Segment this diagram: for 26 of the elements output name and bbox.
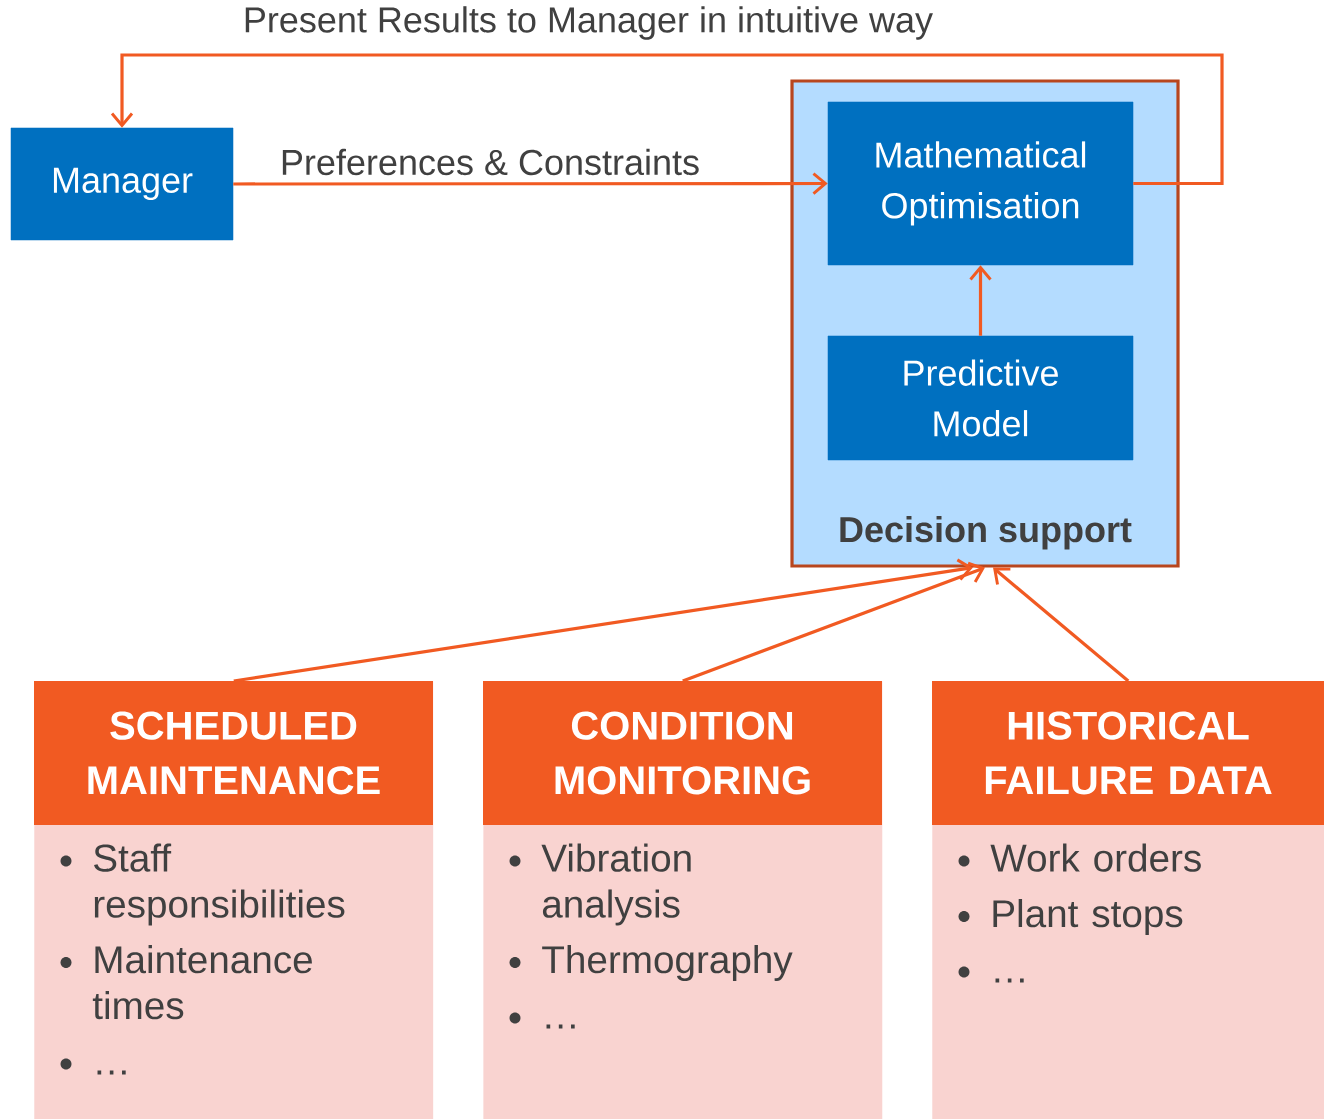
arrow — [233, 172, 828, 195]
card-header: CONDITION MONITORING — [483, 681, 882, 825]
edge-label: Preferences & Constraints — [282, 148, 699, 176]
list-item: Vibration analysis — [509, 843, 691, 926]
list-item: Staff responsibilities — [60, 843, 345, 926]
card — [932, 681, 1324, 1119]
card-header: SCHEDULED MAINTENANCE — [34, 681, 433, 825]
arrow — [233, 558, 973, 683]
list-item: Plant stops — [958, 899, 1183, 936]
arrow — [993, 567, 1130, 683]
list-item: Work orders — [958, 843, 1201, 872]
card — [34, 681, 434, 1119]
card — [483, 681, 883, 1119]
edge-label: Present Results to Manager in intuitive way — [245, 6, 933, 40]
list-item: … — [60, 1058, 126, 1075]
process-box: Predictive Model — [827, 335, 1134, 461]
list-item: … — [958, 966, 1024, 983]
arrow — [682, 561, 985, 683]
list-item: Maintenance times — [60, 945, 312, 1020]
list-item: … — [509, 1012, 575, 1029]
process-box: Mathematical Optimisation — [827, 101, 1134, 266]
arrow — [110, 53, 1224, 186]
process-box: Manager — [10, 127, 234, 241]
card-header: HISTORICAL FAILURE DATA — [932, 681, 1324, 825]
list-item: Thermography — [509, 945, 793, 982]
arrow — [969, 265, 992, 336]
